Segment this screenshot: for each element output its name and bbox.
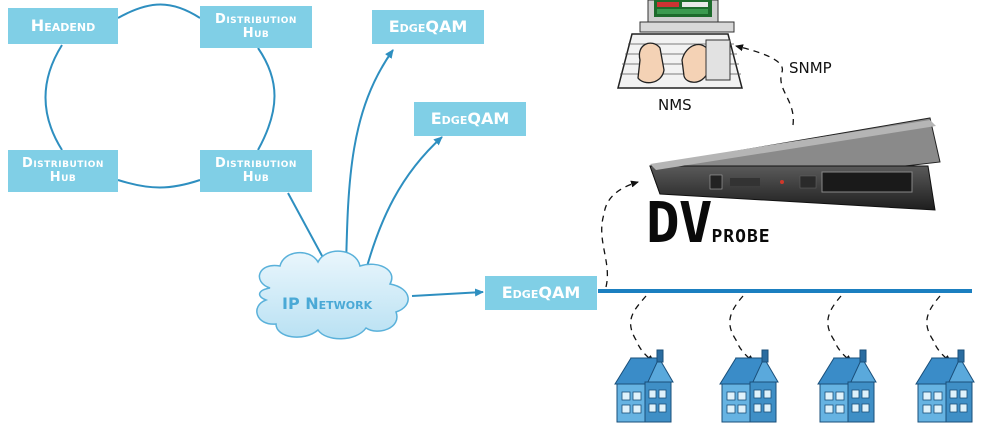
- house-link-4: [926, 295, 952, 363]
- dvprobe-label-dv: DV: [646, 191, 712, 256]
- ip-network-cloud: [256, 250, 409, 340]
- nms-computer-icon: [617, 0, 743, 89]
- distribution-hub-top-right: Distribution Hub: [200, 6, 312, 48]
- dvprobe-device-icon: [649, 117, 941, 211]
- dvprobe-label-probe: probe: [711, 219, 771, 249]
- ring-link-headend-hub: [117, 3, 201, 19]
- hub-label-line2: Hub: [49, 170, 77, 185]
- distribution-hub-bottom-left: Distribution Hub: [8, 150, 118, 192]
- hub-label-line2: Hub: [242, 170, 270, 185]
- ring-link-hub-right: [257, 47, 276, 151]
- snmp-link: [735, 44, 794, 126]
- snmp-label: SNMP: [789, 59, 832, 77]
- house-link-3: [827, 295, 853, 363]
- house-link-2: [729, 295, 755, 363]
- headend-label: Headend: [30, 15, 96, 35]
- distribution-hub-bottom-right: Distribution Hub: [200, 150, 312, 192]
- network-to-edgeqam-middle-link: [365, 136, 443, 271]
- hub-to-network-link: [287, 192, 328, 266]
- nms-label: NMS: [658, 96, 692, 114]
- edgeqam-label: EdgeQAM: [501, 282, 581, 302]
- hub-label-line2: Hub: [242, 26, 270, 41]
- edgeqam-main-node: EdgeQAM: [485, 276, 597, 310]
- network-to-edgeqam-top-link: [345, 49, 394, 269]
- ip-network-label: IP Network: [282, 294, 373, 313]
- edgeqam-top-node: EdgeQAM: [372, 10, 484, 44]
- edgeqam-label: EdgeQAM: [430, 108, 510, 128]
- house-link-1: [630, 295, 655, 363]
- edgeqam-middle-node: EdgeQAM: [414, 102, 526, 136]
- hub-label-line1: Distribution: [215, 156, 297, 172]
- headend-node: Headend: [8, 8, 118, 44]
- house-icon: [915, 349, 975, 423]
- network-to-edgeqam-main-link: [411, 288, 484, 297]
- house-icon: [719, 349, 779, 423]
- edgeqam-label: EdgeQAM: [388, 16, 468, 36]
- house-icon: [614, 349, 674, 423]
- probe-tap-link: [601, 180, 639, 288]
- ring-link-hub-bottom: [117, 179, 201, 189]
- hub-label-line1: Distribution: [22, 156, 104, 172]
- house-icon: [817, 349, 877, 423]
- dvprobe-label: DVprobe: [646, 196, 771, 252]
- ring-link-headend-left: [44, 44, 63, 151]
- hub-label-line1: Distribution: [215, 12, 297, 28]
